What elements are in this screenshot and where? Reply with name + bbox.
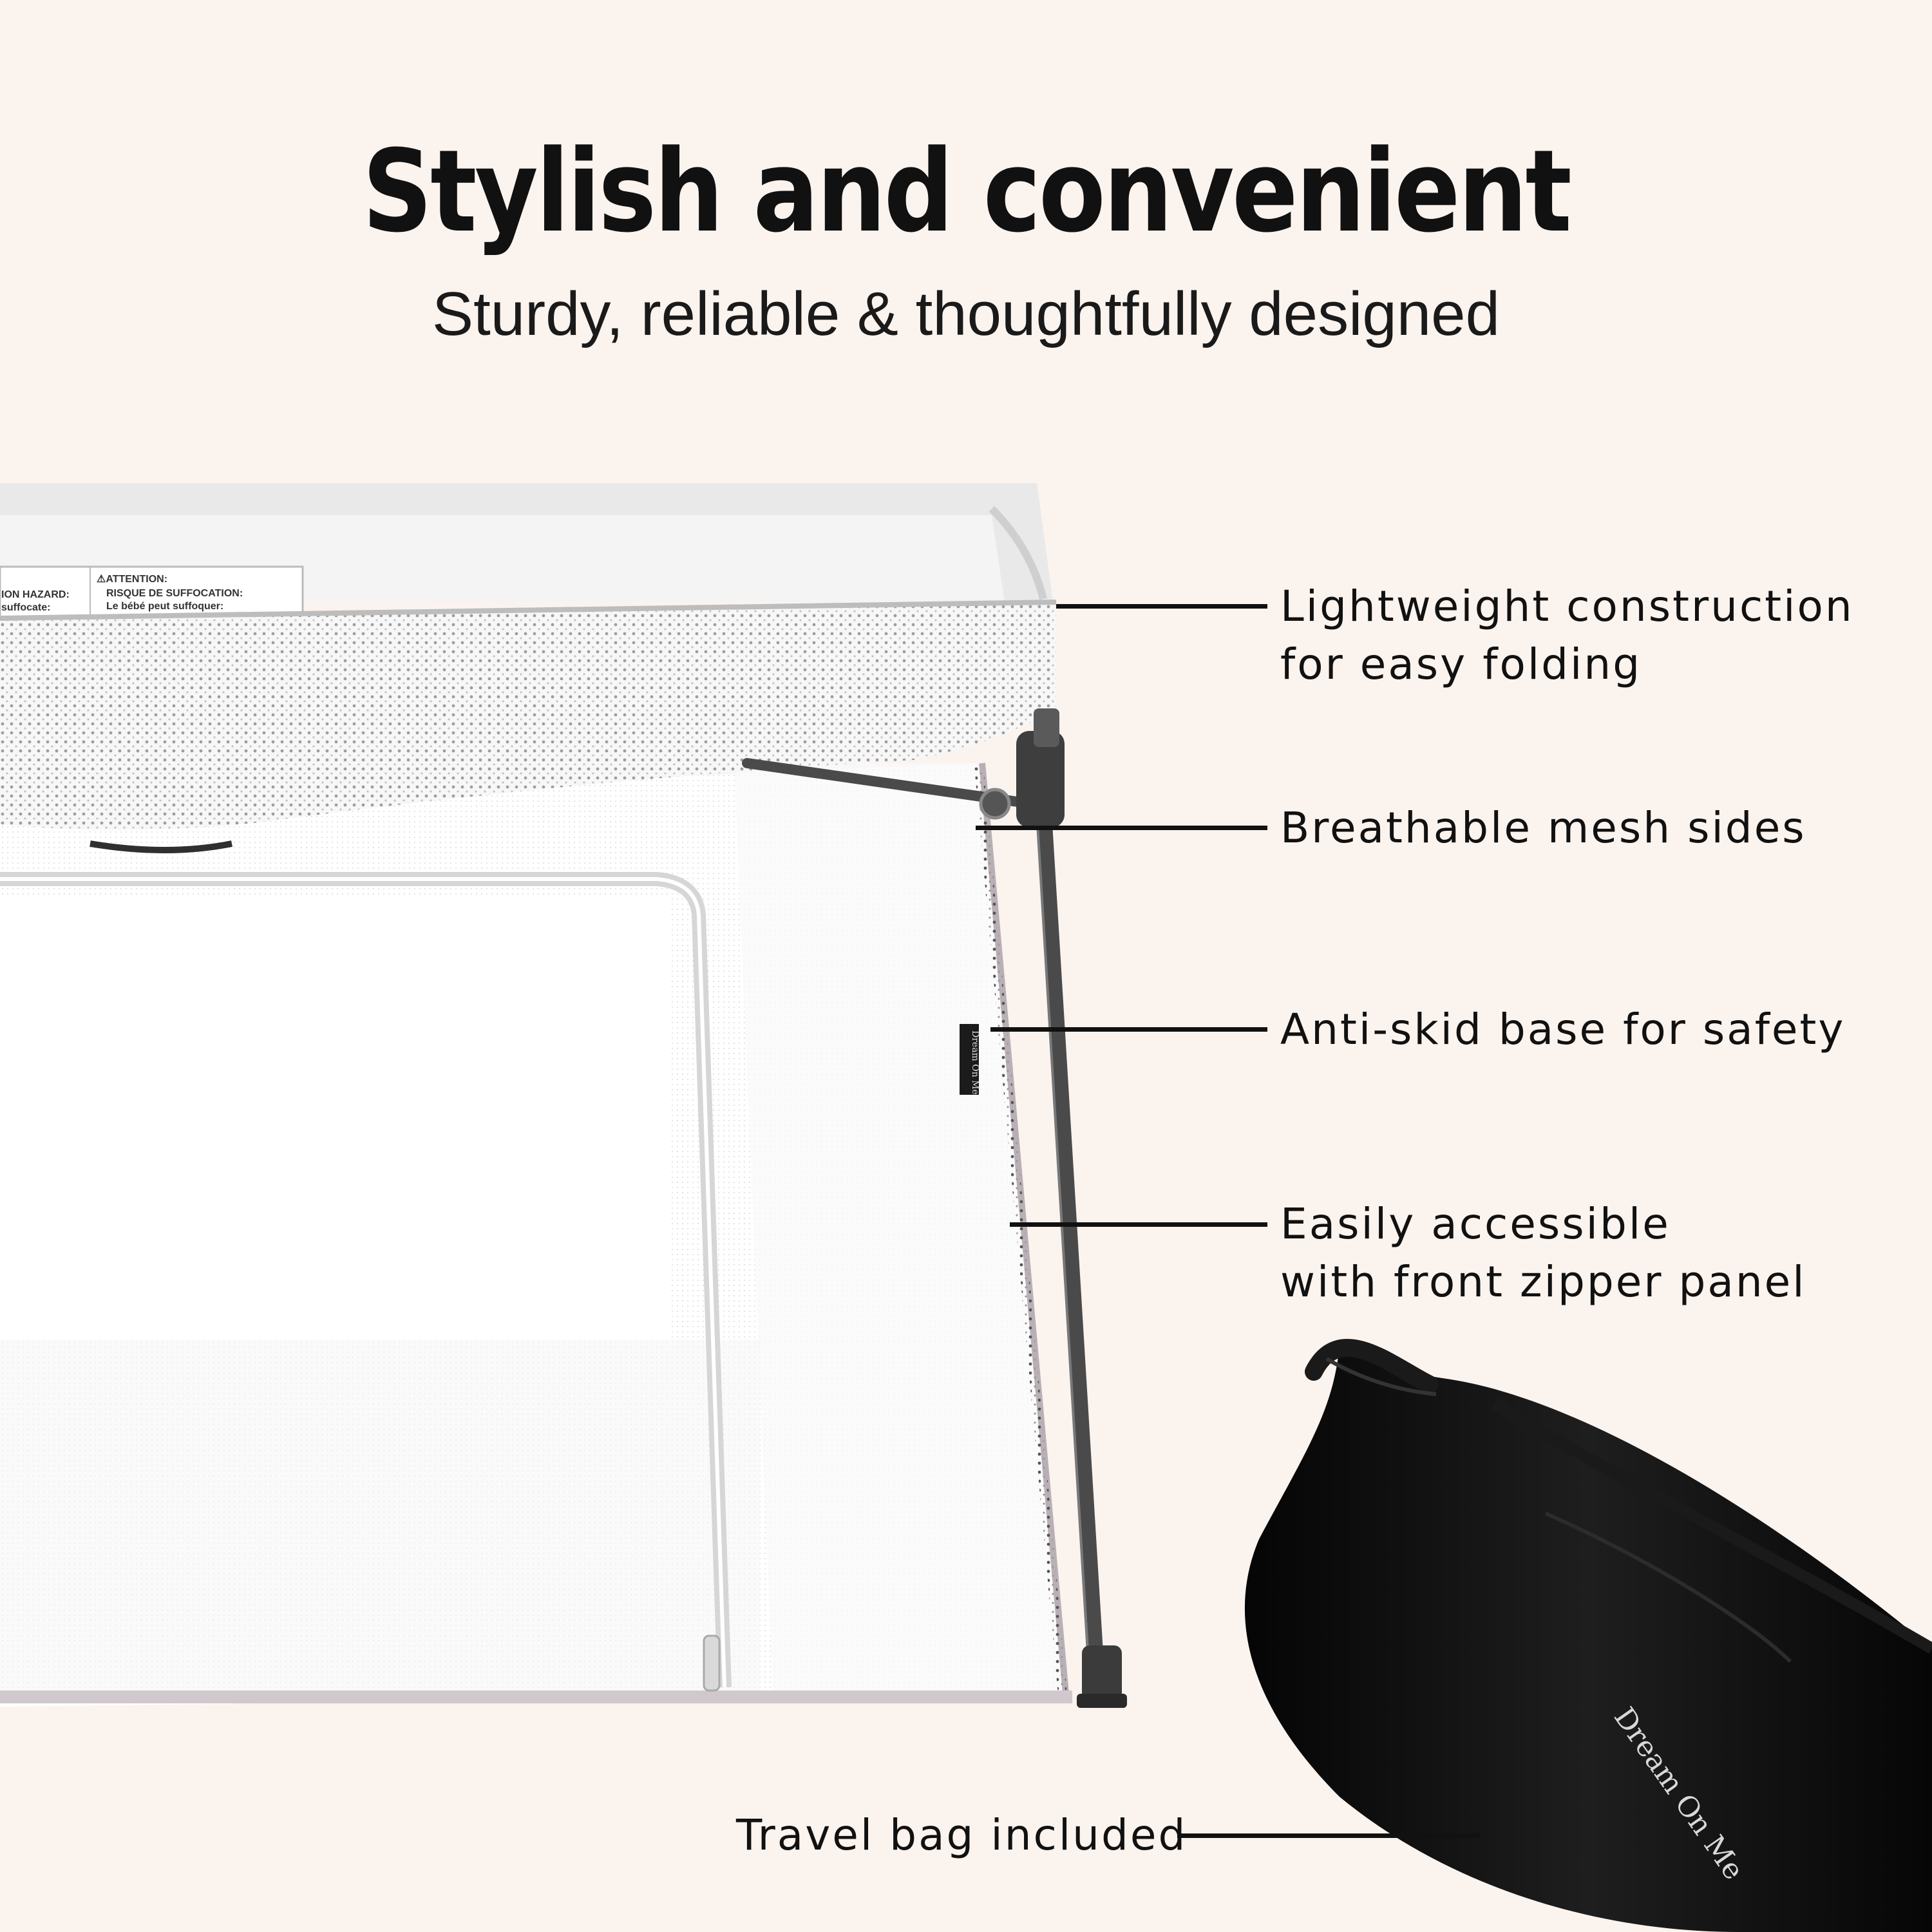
front-zipper-panel bbox=[0, 872, 732, 1692]
metal-frame bbox=[742, 708, 1127, 1708]
bag-strap bbox=[1491, 1399, 1932, 1654]
leader-line-travel-bag bbox=[1177, 1833, 1480, 1838]
subheadline: Sturdy, reliable & thoughtfully designed bbox=[432, 279, 1500, 348]
feature-travel-bag: Travel bag included bbox=[736, 1806, 1187, 1864]
warning-label: ION HAZARD: suffocate: ⚠ATTENTION: RISQU… bbox=[0, 565, 304, 623]
feature-lightweight-line1: Lightweight construction bbox=[1280, 582, 1854, 631]
top-rail-fabric bbox=[0, 600, 1057, 853]
feature-zipper-panel: Easily accessible with front zipper pane… bbox=[1280, 1195, 1806, 1311]
feature-travel-bag-line1: Travel bag included bbox=[736, 1810, 1188, 1860]
leader-line-anti-skid bbox=[990, 1027, 1267, 1032]
warning-left-sub: suffocate: bbox=[1, 602, 50, 613]
feature-zipper-panel-line1: Easily accessible bbox=[1280, 1199, 1671, 1249]
leader-line-mesh bbox=[976, 826, 1267, 830]
feature-lightweight: Lightweight construction for easy foldin… bbox=[1280, 578, 1854, 694]
feature-zipper-panel-line2: with front zipper panel bbox=[1280, 1257, 1806, 1307]
leader-line-zipper bbox=[1010, 1222, 1267, 1227]
feature-anti-skid-line1: Anti-skid base for safety bbox=[1280, 1005, 1846, 1054]
feature-lightweight-line2: for easy folding bbox=[1280, 639, 1642, 689]
hinge-bolt-icon bbox=[979, 788, 1011, 820]
warning-right-sub2: Le bébé peut suffoquer: bbox=[106, 601, 223, 612]
feature-mesh-sides: Breathable mesh sides bbox=[1280, 799, 1806, 857]
brand-tag-text: Dream On Me bbox=[970, 1030, 980, 1095]
corner-hinge-icon bbox=[1016, 731, 1065, 828]
anti-skid-foot-icon bbox=[1082, 1645, 1122, 1703]
brand-tag: Dream On Me bbox=[960, 1024, 980, 1095]
headline: Stylish and convenient bbox=[362, 126, 1572, 258]
feature-anti-skid: Anti-skid base for safety bbox=[1280, 1001, 1845, 1059]
warning-right-sub1: RISQUE DE SUFFOCATION: bbox=[106, 588, 243, 599]
zipper-pull-icon bbox=[703, 1634, 721, 1692]
travel-bag: Dream On Me bbox=[1244, 1339, 1932, 1932]
feature-mesh-sides-line1: Breathable mesh sides bbox=[1280, 803, 1806, 853]
leader-line-lightweight bbox=[1056, 604, 1267, 609]
warning-left-heading: ION HAZARD: bbox=[1, 589, 70, 600]
warning-right-heading: ⚠ATTENTION: bbox=[97, 574, 167, 585]
